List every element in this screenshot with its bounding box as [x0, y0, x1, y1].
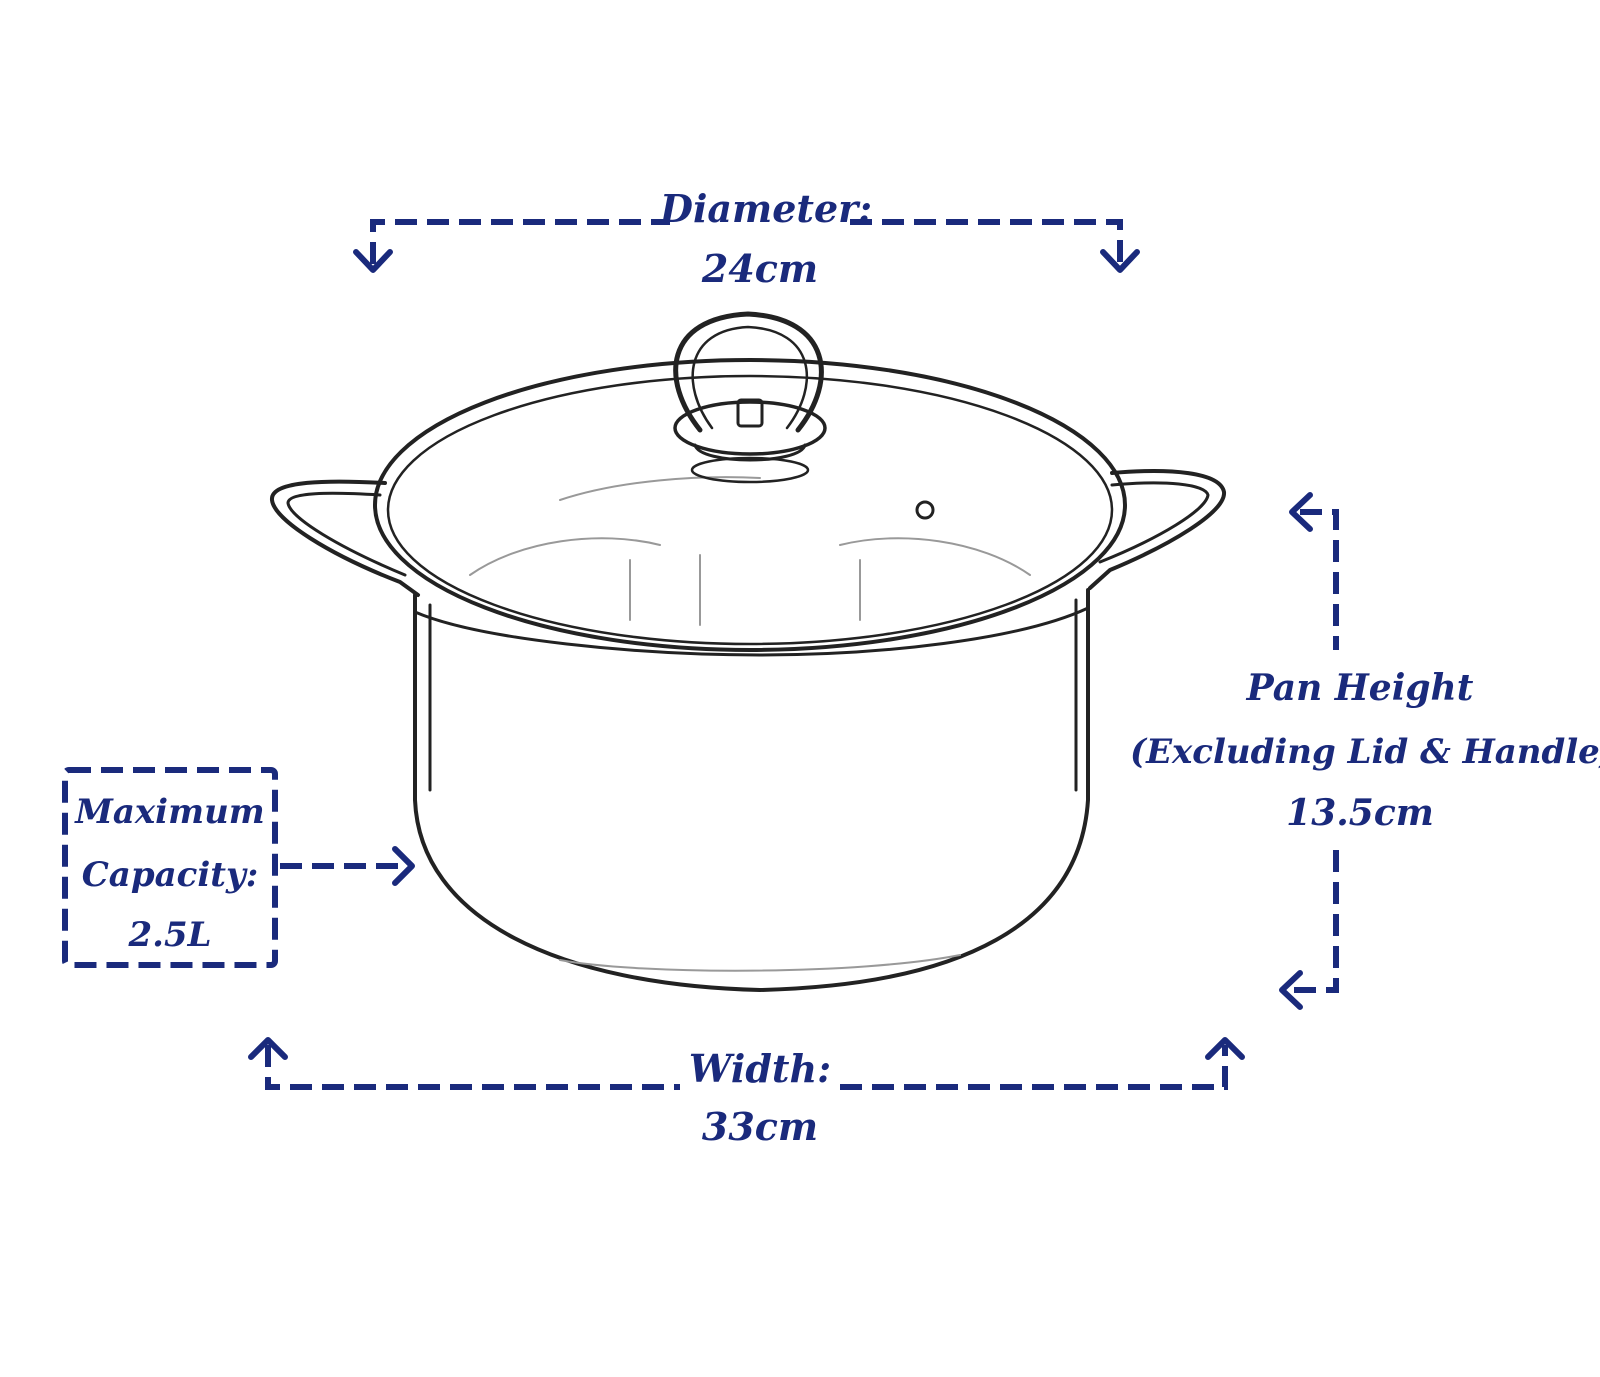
- height-label-line1: Pan Height: [1246, 667, 1474, 709]
- height-label-line2: (Excluding Lid & Handle):: [1130, 732, 1600, 772]
- arrow-up-icon: [248, 1037, 288, 1060]
- arrow-left-icon: [1289, 492, 1313, 532]
- capacity-value: 2.5L: [128, 915, 212, 955]
- height-dimension-line: [1279, 492, 1339, 1010]
- arrow-up-icon: [1205, 1037, 1245, 1060]
- capacity-label-line2: Capacity:: [81, 855, 259, 895]
- width-value: 33cm: [701, 1104, 819, 1149]
- arrow-right-icon: [392, 846, 415, 886]
- width-dimension-line: [248, 1037, 1245, 1090]
- diameter-value: 24cm: [701, 246, 819, 291]
- arrow-left-icon: [1279, 970, 1303, 1010]
- width-label: Width:: [688, 1046, 832, 1091]
- capacity-label-line1: Maximum: [75, 792, 265, 832]
- capacity-callout: [62, 767, 415, 968]
- diameter-dimension-line: [353, 219, 1140, 273]
- diameter-label: Diameter:: [660, 186, 873, 231]
- arrow-down-icon: [353, 249, 393, 273]
- height-value: 13.5cm: [1286, 792, 1434, 834]
- cooking-pot-icon: [270, 311, 1226, 992]
- arrow-down-icon: [1100, 249, 1140, 273]
